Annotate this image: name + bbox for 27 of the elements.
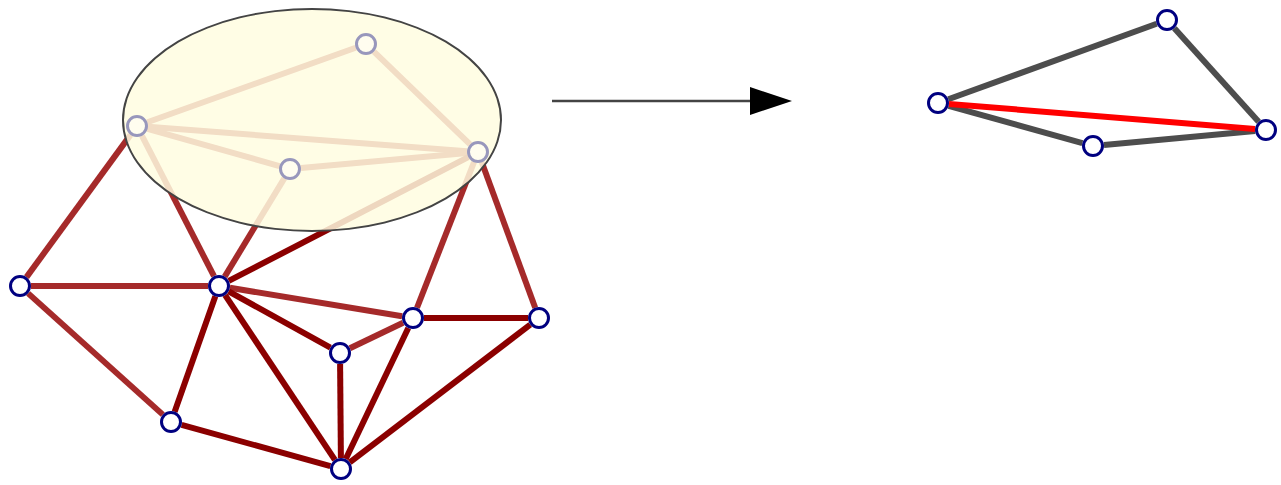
- graph-vertex: [528, 307, 550, 329]
- graph-vertex: [1255, 119, 1277, 141]
- graph-edge: [947, 20, 1158, 103]
- graph-vertex: [126, 115, 148, 137]
- graph-edge: [180, 422, 332, 469]
- graph-edge: [229, 284, 403, 320]
- graph-edge: [948, 100, 1256, 133]
- graph-vertex: [9, 275, 31, 297]
- graph-edge: [31, 283, 208, 289]
- graph-vertex: [927, 92, 949, 114]
- graph-vertex: [467, 141, 489, 163]
- graph-vertex: [1082, 135, 1104, 157]
- graph-edge: [222, 293, 338, 462]
- graph-vertex: [355, 33, 377, 55]
- graph-vertex: [330, 458, 352, 480]
- graph-edge: [171, 295, 219, 413]
- graph-edge: [337, 363, 344, 459]
- graph-edge: [424, 315, 528, 321]
- graph-vertex: [329, 342, 351, 364]
- graph-vertex: [1156, 9, 1178, 31]
- graph-edge: [1103, 128, 1256, 148]
- graph-vertex: [208, 275, 230, 297]
- graph-vertex: [160, 411, 182, 433]
- graph-edge: [26, 291, 165, 417]
- graph-edge: [1172, 26, 1261, 124]
- graph-vertex: [402, 307, 424, 329]
- graph-vertex: [279, 158, 301, 180]
